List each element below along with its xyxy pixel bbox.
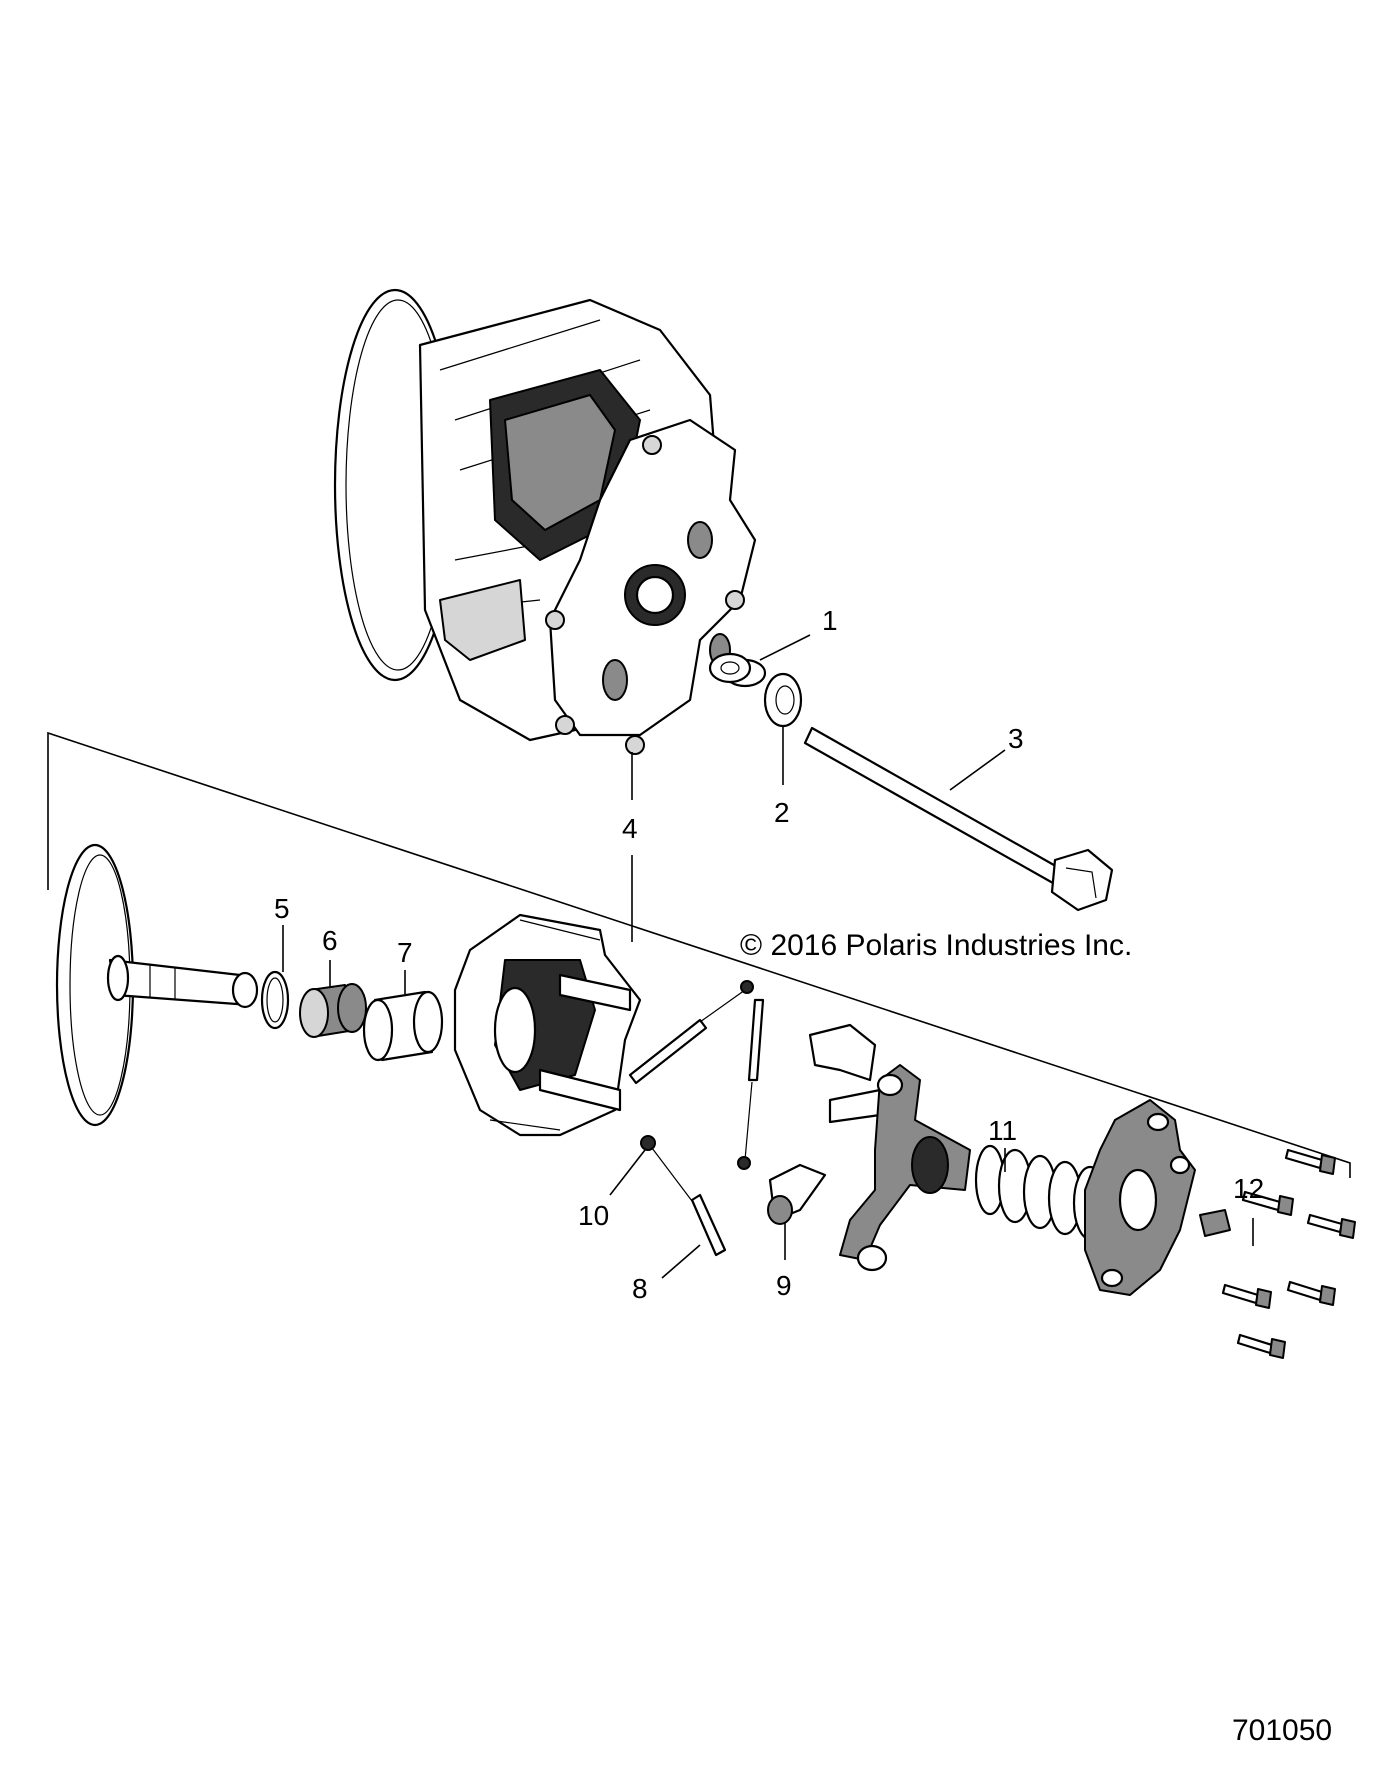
callout-7: 7 [397,937,413,968]
callout-10: 10 [578,1200,609,1231]
part-3-bolt [803,726,1114,912]
pin-upper-left [628,980,754,1085]
part-9-weight-lower [767,1163,827,1225]
callout-9: 9 [776,1270,792,1301]
document-number: 701050 [1232,1714,1332,1747]
pin-upper-right [737,998,765,1170]
exploded-group-bracket [47,731,1351,1178]
assembled-clutch [333,288,757,755]
small-block [1199,1209,1231,1237]
part-2-spacer [763,672,803,728]
callout-4: 4 [622,813,638,844]
copyright-notice: © 2016 Polaris Industries Inc. [740,929,1132,962]
part-5-oring [260,970,290,1030]
spider-housing [453,913,642,1137]
part-8-pin [640,1135,727,1257]
part-12-bolts [1221,1148,1356,1359]
callout-8: 8 [632,1273,648,1304]
callout-11: 11 [988,1115,1017,1146]
part-1-washer [708,652,767,688]
cover-plate [1084,1099,1196,1296]
part-7-bushing [362,990,444,1062]
part-9-weight-upper [808,1023,882,1124]
moveable-sheave [55,843,259,1127]
callout-3: 3 [1008,723,1024,754]
part-6-bearing [299,983,367,1038]
leader-lines [282,634,1254,1279]
spider [839,1064,971,1272]
callout-2: 2 [774,797,790,828]
callout-12: 12 [1233,1173,1264,1204]
callout-6: 6 [322,925,338,956]
callout-1: 1 [822,605,838,636]
callout-5: 5 [274,893,290,924]
